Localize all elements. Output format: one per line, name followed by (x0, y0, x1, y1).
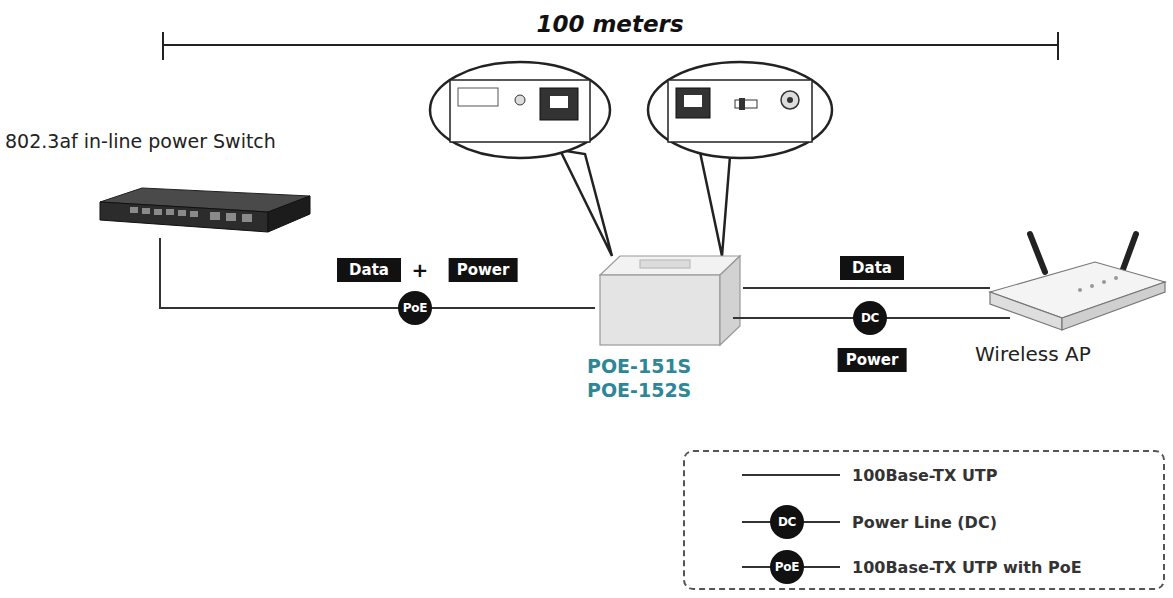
device-logo (640, 260, 690, 268)
callout-bubble (430, 62, 612, 256)
device-node: Wireless AP (985, 232, 1167, 332)
bubble-outline (430, 62, 610, 158)
node-label: POE-152S (587, 379, 691, 401)
antenna (1030, 234, 1045, 272)
device-node: POE-151SPOE-152S (595, 252, 743, 347)
plus-sign: + (412, 258, 429, 282)
node-label: 802.3af in-line power Switch (5, 130, 276, 152)
device-node: 802.3af in-line power Switch (100, 186, 312, 238)
dimension-bar (163, 44, 1058, 46)
dimension-label: 100 meters (532, 11, 687, 37)
cable-badge: DC (853, 301, 887, 335)
switch-side (268, 196, 310, 232)
bubble-tail (700, 152, 730, 256)
switch-illustration (100, 188, 310, 232)
switch-port (142, 208, 150, 214)
dc-pin (787, 97, 793, 103)
callout-bubble (648, 62, 832, 256)
legend-label: 100Base-TX UTP (852, 466, 998, 485)
node-label: POE-151S (587, 355, 691, 377)
antenna (1122, 234, 1136, 272)
switch-port (154, 209, 162, 215)
device-top (600, 256, 740, 275)
switch-port (166, 209, 174, 215)
ap-leds (1078, 276, 1118, 292)
device-side (720, 256, 740, 345)
signal-tag: Data (337, 258, 401, 282)
dimension-tick (162, 32, 164, 60)
rj45-port (540, 88, 578, 120)
panel-front (450, 80, 590, 142)
signal-tag: Data (840, 256, 904, 280)
switch-port (210, 212, 220, 220)
dc-jack (781, 91, 799, 109)
switch-ports (130, 207, 252, 222)
switch-port (242, 214, 252, 222)
ap-led (1090, 284, 1094, 288)
switch-port (190, 211, 198, 217)
switch-port (178, 210, 186, 216)
rj45-socket (550, 96, 568, 108)
rj45-port (676, 88, 710, 118)
dimension-tick (1057, 32, 1059, 60)
panel-back (668, 80, 812, 142)
ap-led (1114, 276, 1118, 280)
splitter-illustration (600, 256, 740, 345)
ap-led (1102, 280, 1106, 284)
panel-label (458, 88, 498, 106)
legend-label: 100Base-TX UTP with PoE (852, 558, 1082, 577)
legend-badge: DC (770, 505, 804, 539)
cable-connector (743, 287, 990, 289)
bubble-tail (560, 150, 612, 256)
access-point-illustration (990, 234, 1165, 330)
bubble-outline (648, 62, 832, 158)
legend-sample (742, 475, 840, 476)
ap-side (1062, 282, 1165, 330)
cable-connector (160, 238, 595, 308)
ap-led (1078, 288, 1082, 292)
panel-led (515, 95, 525, 105)
rj45-socket (684, 95, 702, 107)
voltage-switch (735, 100, 757, 108)
ap-front (990, 292, 1062, 330)
legend-badge: PoE (770, 550, 804, 584)
signal-tag: Power (838, 348, 907, 372)
legend-line (742, 474, 840, 476)
legend-label: Power Line (DC) (852, 513, 997, 532)
switch-front (100, 202, 268, 232)
node-label: Wireless AP (975, 342, 1091, 366)
switch-port (226, 213, 236, 221)
switch-lever (739, 98, 745, 110)
signal-tag: Power (449, 258, 518, 282)
cable-badge: PoE (398, 291, 432, 325)
switch-port (130, 207, 138, 213)
device-front (600, 275, 720, 345)
